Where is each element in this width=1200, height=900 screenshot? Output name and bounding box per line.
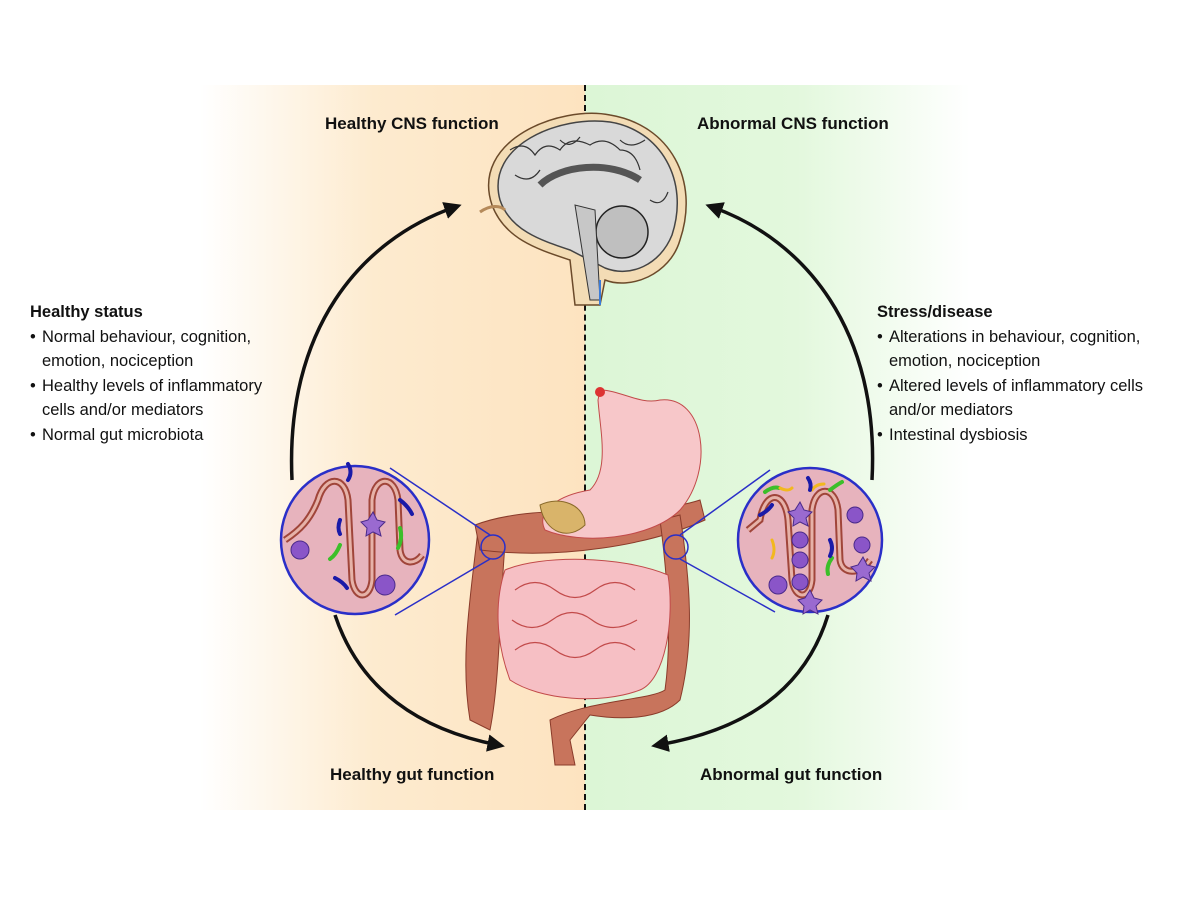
zoom-connector-disease [663,469,776,613]
arrow-gut-to-brain-disease [705,202,875,481]
healthy-status-item: Normal behaviour, cognition, emotion, no… [30,325,305,374]
brain-icon [479,112,687,306]
heading-healthy-cns: Healthy CNS function [325,114,499,133]
zoom-connector-healthy [389,467,506,616]
stress-disease-item: Intestinal dysbiosis [877,423,1177,448]
healthy-status-item: Healthy levels of inflammatory cells and… [30,374,277,423]
healthy-status-panel: Healthy status Normal behaviour, cogniti… [30,300,305,447]
heading-healthy-gut: Healthy gut function [330,765,495,784]
healthy-villi-magnified [279,462,431,616]
heading-abnormal-gut: Abnormal gut function [700,765,883,784]
healthy-status-title: Healthy status [30,303,143,321]
stress-disease-item: Alterations in behaviour, cognition, emo… [877,325,1174,374]
stress-disease-item: Altered levels of inflammatory cells and… [877,374,1174,423]
arrow-gut-to-brain-healthy [289,202,462,481]
heading-abnormal-cns: Abnormal CNS function [697,114,889,133]
center-divider [584,85,586,810]
stress-disease-title: Stress/disease [877,303,993,321]
digestive-tract-icon [465,387,706,766]
disease-villi-magnified [736,466,884,615]
arrow-brain-to-gut-healthy [333,614,505,752]
arrow-brain-to-gut-disease [651,614,830,752]
healthy-status-item: Normal gut microbiota [30,423,305,448]
stress-disease-panel: Stress/disease Alterations in behaviour,… [877,300,1177,447]
